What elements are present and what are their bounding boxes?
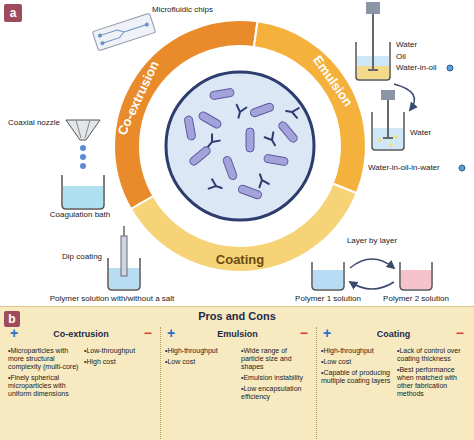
con: •Lack of control over coating thickness xyxy=(397,347,467,363)
minus: − xyxy=(300,325,308,341)
figure-label: Water xyxy=(410,128,431,138)
figure-label: Polymer solution with/without a salt xyxy=(50,294,175,304)
minus: − xyxy=(456,325,464,341)
emulsion-setup xyxy=(356,2,465,171)
method-band: Coating xyxy=(212,252,268,267)
coagulation-beaker xyxy=(62,175,104,209)
pros-cons-panel: Pros and ConsbCo-extrusion + •Microparticl… xyxy=(0,306,474,440)
method-ring xyxy=(114,20,366,272)
microfluidic-chip xyxy=(92,13,155,51)
pro: •Microparticles with more structural com… xyxy=(8,347,80,371)
con: •Low-throughput xyxy=(84,347,154,355)
pro: •High-throughput xyxy=(165,347,237,355)
figure-label: Dip coating xyxy=(62,252,102,262)
figure-label: Microfluidic chips xyxy=(152,5,213,15)
cell-culture xyxy=(166,72,314,220)
figure-label: Coagulation bath xyxy=(50,210,111,220)
panel-badge: b xyxy=(4,311,20,327)
figure-label: Polymer 2 solution xyxy=(383,294,449,304)
badge-letter: a xyxy=(10,6,17,20)
band-label: Coating xyxy=(216,252,264,267)
heading: Co-extrusion xyxy=(22,329,140,339)
pros-cons-column: Coating + •High-throughput •Low cost •Capabl… xyxy=(316,327,470,439)
pro: •Low cost xyxy=(165,358,237,366)
minus: − xyxy=(144,325,152,341)
figure-label: Coaxial nozzle xyxy=(8,118,60,128)
heading: Emulsion xyxy=(179,329,296,339)
layer-by-layer-setup xyxy=(312,259,432,290)
plus: + xyxy=(10,325,18,341)
con: •High cost xyxy=(84,358,154,366)
figure-label: Layer by layer xyxy=(347,236,397,246)
con: •Emulsion instability xyxy=(241,374,311,382)
figure-label: Water-in-oil-in-water xyxy=(368,163,440,173)
plus: + xyxy=(323,325,331,341)
dip-coating-setup xyxy=(108,226,140,290)
con: •Wide range of particle size and shapes xyxy=(241,347,311,371)
plus: + xyxy=(167,325,175,341)
pro: •Low cost xyxy=(321,358,393,366)
title: Pros and Cons xyxy=(0,310,474,322)
pros-cons-column: Co-extrusion + •Microparticles with more s… xyxy=(4,327,158,439)
figure-label: Water-in-oil xyxy=(396,63,437,73)
pro: •Finely spherical microparticles with un… xyxy=(8,374,80,398)
coaxial-nozzle xyxy=(66,120,100,169)
con: •Low encapsulation efficiency xyxy=(241,385,311,401)
con: •Best performance when matched with othe… xyxy=(397,366,467,398)
figure-label: Water xyxy=(396,40,417,50)
pro: •Capable of producing multiple coating l… xyxy=(321,369,393,385)
panel-badge: a xyxy=(4,4,22,22)
pro: •High-throughput xyxy=(321,347,393,355)
badge-letter: b xyxy=(8,312,15,326)
heading: Coating xyxy=(335,329,452,339)
figure-label: Oil xyxy=(396,52,406,62)
figure-label: Polymer 1 solution xyxy=(295,294,361,304)
pros-cons-column: Emulsion + •High-throughput •Low cost − •Wide… xyxy=(160,327,314,439)
